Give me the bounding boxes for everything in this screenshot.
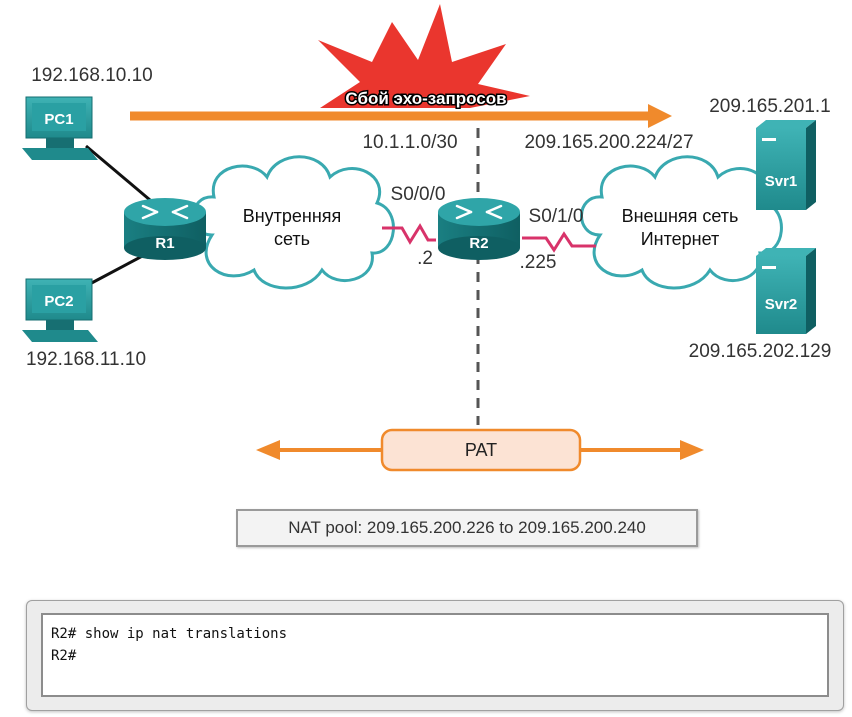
pc1-icon [22, 96, 98, 160]
r2-s010-label: S0/1/0 [529, 206, 584, 227]
pc2-r1-link [85, 250, 151, 288]
outside-subnet-label: 209.165.200.224/27 [524, 132, 693, 153]
svr2-server-icon [756, 248, 816, 334]
r1-name: R1 [155, 235, 174, 252]
inside-cloud-line1: Внутренняя [243, 206, 342, 226]
pc1-r1-link [85, 144, 151, 202]
outside-cloud-line1: Внешняя сеть [622, 206, 739, 226]
pat-box [380, 428, 582, 472]
pc1-name: PC1 [44, 111, 73, 128]
pc2-name: PC2 [44, 293, 73, 310]
pc1-ip-label: 192.168.10.10 [31, 65, 153, 86]
console-output: R2# show ip nat translations R2# [41, 613, 829, 697]
nat-pool-text: NAT pool: 209.165.200.226 to 209.165.200… [288, 518, 646, 537]
pc2-icon [22, 278, 98, 342]
ping-direction-arrow [130, 104, 672, 128]
console-panel: R2# show ip nat translations R2# [26, 600, 844, 711]
inside-cloud-line2: сеть [274, 229, 310, 249]
ping-failure-label: Сбой эхо-запросов [345, 89, 506, 108]
r2-router-icon [438, 198, 520, 260]
r2-isp-serial-link [522, 231, 596, 253]
svr1-name: Svr1 [765, 173, 798, 190]
r2-s000-label: S0/0/0 [391, 184, 446, 205]
svr1-ip-label: 209.165.201.1 [709, 96, 831, 117]
console-line: R2# [51, 648, 77, 664]
svr1-server-icon [756, 120, 816, 210]
nat-pool-box: NAT pool: 209.165.200.226 to 209.165.200… [236, 509, 698, 547]
pc2-ip-label: 192.168.11.10 [26, 349, 146, 370]
inside-subnet-label: 10.1.1.0/30 [362, 132, 457, 153]
r2-name: R2 [469, 235, 488, 252]
pat-label: PAT [465, 440, 497, 460]
svr2-ip-label: 209.165.202.129 [689, 341, 832, 362]
svr2-name: Svr2 [765, 296, 798, 313]
outside-cloud-line2: Интернет [641, 229, 720, 249]
r1-router-icon [124, 198, 206, 260]
r2-s010-addr: .225 [520, 252, 557, 273]
console-line: R2# show ip nat translations [51, 626, 288, 642]
ping-failure-burst [318, 4, 530, 108]
r2-s000-addr: .2 [417, 248, 433, 269]
r1-r2-serial-link [382, 223, 436, 245]
